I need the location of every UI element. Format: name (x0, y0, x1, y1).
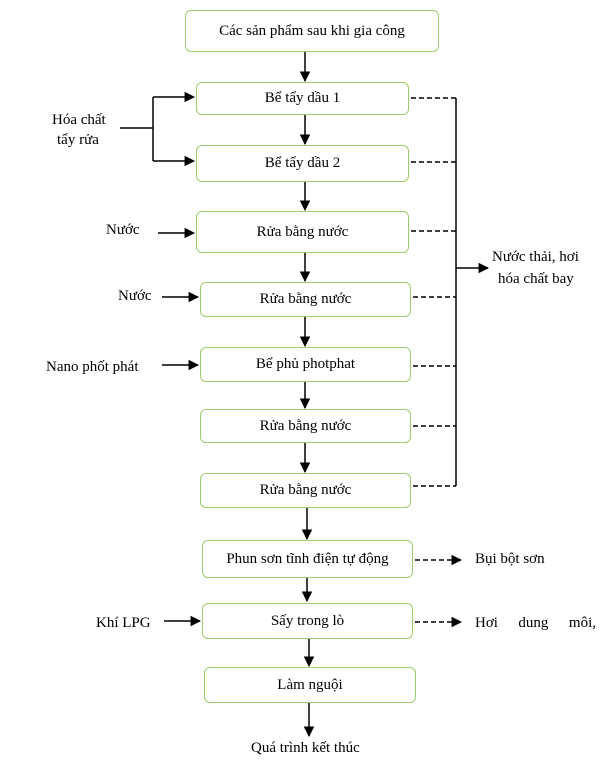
step-rinse-3: Rửa bằng nước (200, 409, 411, 443)
step-spray-paint: Phun sơn tĩnh điện tự động (202, 540, 413, 578)
step-phosphate: Bể phủ photphat (200, 347, 411, 382)
step-rinse-1: Rửa bằng nước (196, 211, 409, 253)
output-wastewater-line1: Nước thải, hơi (492, 249, 579, 265)
input-lpg: Khí LPG (96, 615, 151, 631)
step-rinse-4: Rửa bằng nước (200, 473, 411, 508)
step-degrease-1: Bể tẩy dầu 1 (196, 82, 409, 115)
output-wastewater-line2: hóa chất bay (498, 271, 574, 287)
input-water-2: Nước (118, 288, 152, 304)
process-end: Quá trình kết thúc (251, 740, 360, 756)
input-chemicals-line1: Hóa chất (52, 112, 106, 128)
output-paint-dust: Bụi bột sơn (475, 551, 545, 567)
input-water-1: Nước (106, 222, 140, 238)
step-rinse-2: Rửa bằng nước (200, 282, 411, 317)
step-start: Các sản phẩm sau khi gia công (185, 10, 439, 52)
input-nano-phosphate: Nano phốt phát (46, 359, 139, 375)
input-chemicals-line2: tẩy rửa (57, 132, 99, 148)
step-cool: Làm nguội (204, 667, 416, 703)
step-degrease-2: Bể tẩy dầu 2 (196, 145, 409, 182)
step-dry: Sấy trong lò (202, 603, 413, 639)
output-solvent-vapor: Hơi dung môi, (475, 615, 596, 631)
